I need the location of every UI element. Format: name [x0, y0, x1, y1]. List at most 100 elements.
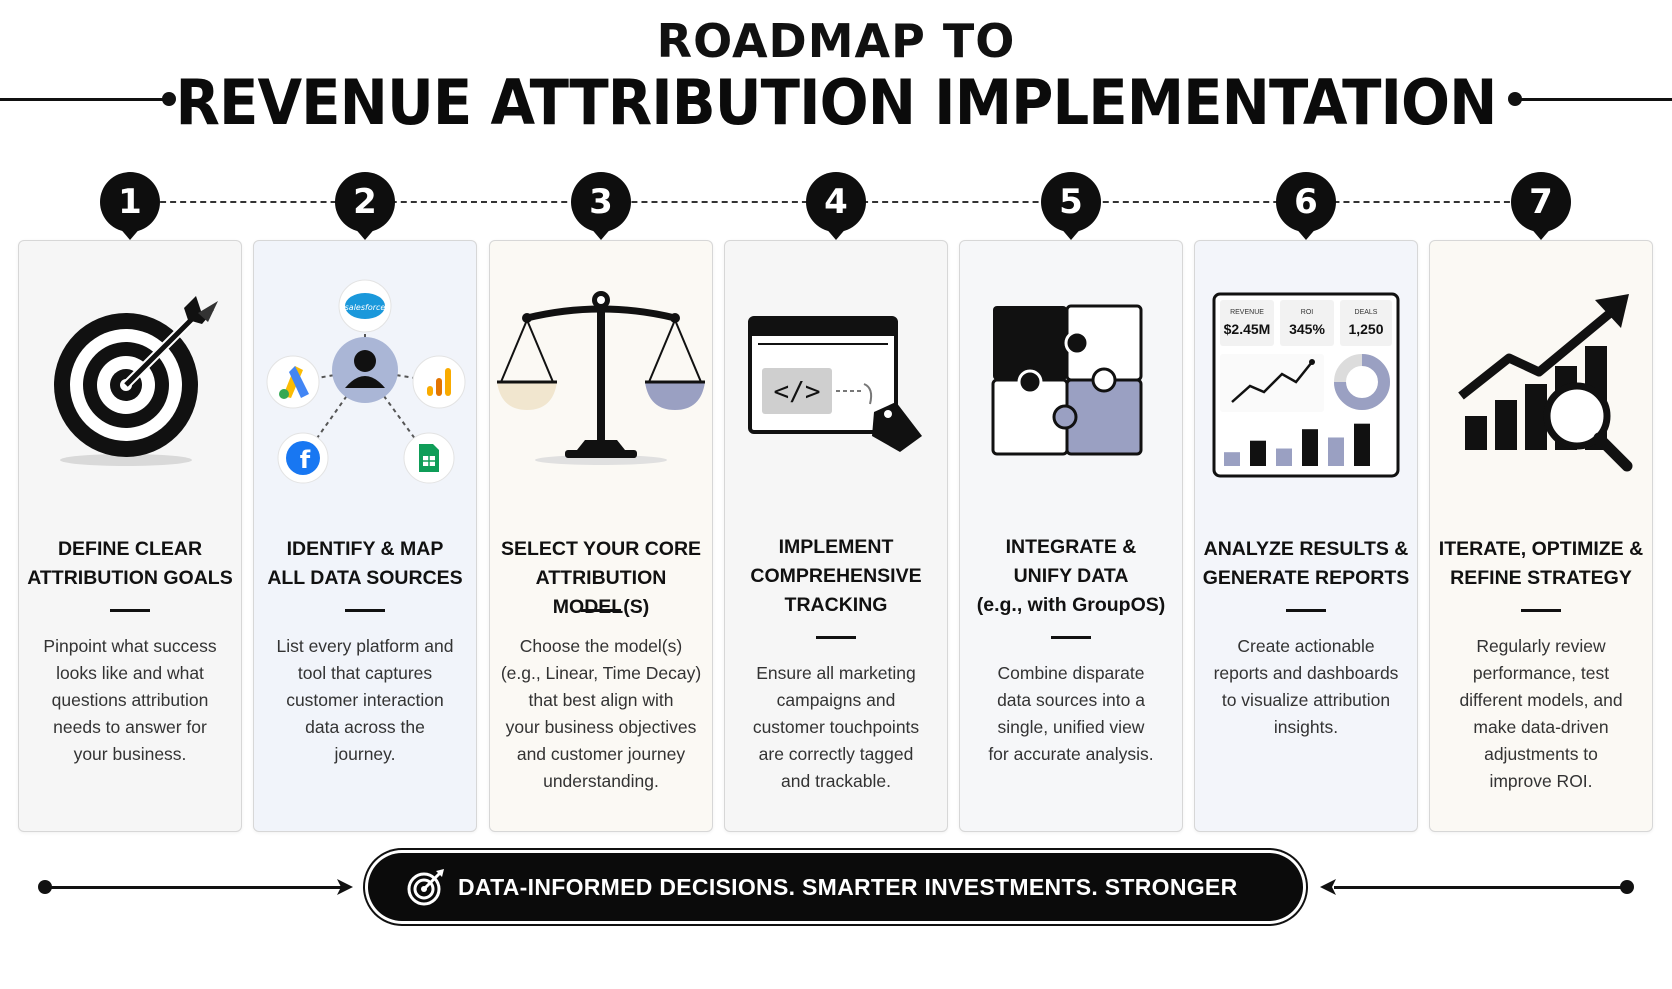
page-title-main: REVENUE ATTRIBUTION IMPLEMENTATION [175, 66, 1498, 139]
kpi-roi-label: ROI [1301, 309, 1314, 316]
data-sources-icon: salesforce f [253, 270, 477, 500]
kpi-deals-label: DEALS [1355, 309, 1378, 316]
step-description-line: questions attribution [51, 690, 209, 710]
dashboard-bar [1302, 429, 1318, 466]
step-title-line: TRACKING [784, 594, 888, 616]
step-description: Pinpoint what success looks like and what… [25, 633, 235, 768]
dashboard-icon: REVENUE $2.45M ROI 345% DEALS 1,250 [1194, 270, 1418, 500]
kpi-deals-value: 1,250 [1348, 321, 1383, 337]
step-description-line: Combine disparate [997, 663, 1145, 683]
step-badge-pointer [1294, 226, 1318, 240]
step-description-line: data sources into a [997, 690, 1145, 710]
step-description: Regularly review performance, test differe… [1436, 633, 1646, 795]
step-title: IDENTIFY & MAP ALL DATA SOURCES [253, 535, 477, 593]
step-title-line: ATTRIBUTION GOALS [27, 567, 233, 589]
step-description-line: (e.g., Linear, Time Decay) [500, 663, 702, 683]
step-description-line: insights. [1273, 717, 1339, 737]
step-title: SELECT YOUR CORE ATTRIBUTION MODEL(S) [489, 535, 713, 622]
step-description-line: Pinpoint what success [43, 636, 217, 656]
step-badge-pointer [589, 226, 613, 240]
step-description-line: Regularly review [1476, 636, 1606, 656]
step-title-line: (e.g., with GroupOS) [976, 594, 1166, 616]
dashboard-bar [1276, 448, 1292, 466]
step-title-line: IDENTIFY & MAP [286, 538, 444, 560]
step-title: INTEGRATE & UNIFY DATA (e.g., with GroupOS… [959, 533, 1183, 620]
step-description-line: understanding. [543, 771, 659, 791]
step-description-line: journey. [334, 744, 396, 764]
footer-line-right [1334, 886, 1626, 889]
page-title-top: ROADMAP TO [656, 14, 1016, 68]
step-description-line: make data-driven [1473, 717, 1609, 737]
step-badge-pointer [1059, 226, 1083, 240]
step-badge-pointer [353, 226, 377, 240]
step-description-line: Ensure all marketing [756, 663, 916, 683]
step-title-line: GENERATE REPORTS [1202, 567, 1410, 589]
step-title: ITERATE, OPTIMIZE & REFINE STRATEGY [1429, 535, 1653, 593]
step-description-line: adjustments to [1484, 744, 1598, 764]
step-description-line: your business objectives [505, 717, 697, 737]
step-description-line: to visualize attribution [1221, 690, 1391, 710]
step-title-line: ALL DATA SOURCES [267, 567, 463, 589]
step-title-line: INTEGRATE & [1005, 536, 1137, 558]
tagline-banner: DATA-INFORMED DECISIONS. SMARTER INVESTM… [368, 853, 1303, 968]
step-badge-pointer [1529, 226, 1553, 240]
step-description-line: Choose the model(s) [519, 636, 683, 656]
step-description-line: data across the [305, 717, 425, 737]
step-description-line: looks like and what [56, 663, 204, 683]
header-line-left [0, 98, 166, 101]
footer-line-left [44, 886, 344, 889]
svg-text:</>: </> [774, 377, 821, 407]
header-line-right [1510, 98, 1672, 101]
step-title-line: SELECT YOUR CORE [500, 538, 702, 560]
step-title-line: ANALYZE RESULTS & [1203, 538, 1409, 560]
step-description-line: are correctly tagged [758, 744, 914, 764]
step-divider [1286, 609, 1326, 612]
step-badge-pointer [118, 226, 142, 240]
step-description-line: performance, test [1472, 663, 1610, 683]
step-divider [110, 609, 150, 612]
header-dot-right [1508, 92, 1522, 106]
step-description-line: Create actionable [1237, 636, 1375, 656]
step-description: Create actionable reports and dashboards t… [1201, 633, 1411, 741]
target-icon [407, 869, 444, 906]
step-title-line: UNIFY DATA [1013, 565, 1129, 587]
step-divider [1051, 636, 1091, 639]
step-number-badge: 5 [1041, 172, 1101, 232]
dashboard-bar [1328, 437, 1344, 466]
header-dot-left [162, 92, 176, 106]
kpi-roi-value: 345% [1289, 321, 1325, 337]
step-description-line: and customer journey [516, 744, 686, 764]
step-title-line: IMPLEMENT [778, 536, 894, 558]
step-description-line: needs to answer for [53, 717, 207, 737]
step-number-badge: 1 [100, 172, 160, 232]
step-description-line: customer touchpoints [752, 717, 920, 737]
svg-text:f: f [300, 446, 311, 474]
step-description-line: and trackable. [781, 771, 891, 791]
kpi-revenue-value: $2.45M [1224, 321, 1271, 337]
step-number-badge: 7 [1511, 172, 1571, 232]
step-description-line: reports and dashboards [1213, 663, 1399, 683]
salesforce-logo-text: salesforce [345, 303, 386, 312]
step-description-line: customer interaction [286, 690, 444, 710]
step-number-badge: 2 [335, 172, 395, 232]
footer-arrow-right [337, 879, 353, 895]
step-badge-pointer [824, 226, 848, 240]
step-description-line: that best align with [528, 690, 674, 710]
step-title-line: ITERATE, OPTIMIZE & [1438, 538, 1644, 560]
step-title-line: REFINE STRATEGY [1450, 567, 1632, 589]
step-description-line: List every platform and [276, 636, 454, 656]
step-title-line: COMPREHENSIVE [750, 565, 922, 587]
step-card-7 [1429, 240, 1653, 832]
step-title-line: ATTRIBUTION MODEL(S) [535, 567, 667, 618]
code-tag-icon: </> [724, 270, 948, 500]
footer-dot-right [1620, 880, 1634, 894]
footer-arrow-left [1320, 879, 1336, 895]
step-divider [581, 609, 621, 612]
step-description-line: campaigns and [776, 690, 896, 710]
step-title-line: DEFINE CLEAR [57, 538, 203, 560]
step-description-line: for accurate analysis. [988, 744, 1154, 764]
step-description-line: different models, and [1459, 690, 1623, 710]
step-title: ANALYZE RESULTS & GENERATE REPORTS [1194, 535, 1418, 593]
step-divider [816, 636, 856, 639]
